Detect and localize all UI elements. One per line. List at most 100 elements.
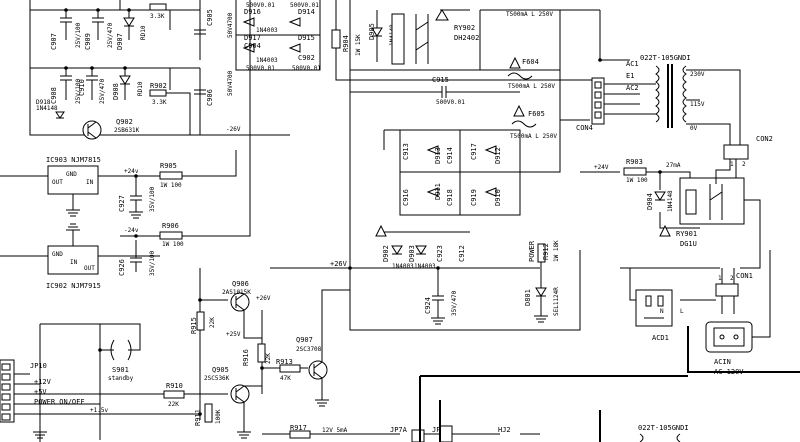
connector-con2: [723, 144, 749, 160]
regulator-section: OUT GND IN IC903 NJM7815 +24v R905 1W 10…: [0, 0, 251, 290]
transistor-q902: [82, 120, 102, 140]
d1n4003-b-label: 1N4003: [256, 57, 278, 64]
junction-dots: [64, 8, 662, 416]
connector-con1: [715, 283, 739, 297]
c913-label: C913: [402, 143, 410, 160]
diode-d916: [242, 17, 255, 27]
v230-label: 230V: [690, 71, 705, 78]
q905-label: Q905: [212, 366, 229, 374]
c918-label: C918: [446, 189, 454, 206]
p24-label: +24v: [124, 168, 139, 175]
v12ma-label: 12V 5mA: [322, 427, 348, 434]
c923-label: C923: [436, 245, 444, 262]
capacitor-c927: [129, 176, 143, 219]
ry901-part: DG1U: [680, 240, 697, 248]
connector-jp10: [0, 359, 15, 423]
ry902-part: DH2402: [454, 34, 479, 42]
connector-jp7a: [411, 429, 425, 442]
c924-label: C924: [424, 297, 432, 314]
hj2-label: HJ2: [498, 426, 511, 434]
d912-label: D912: [494, 147, 502, 164]
d918-part: 1N4148: [36, 105, 58, 112]
r903-value: 1W 100: [626, 177, 648, 184]
l-label: L: [680, 308, 684, 315]
d915-label: D915: [298, 34, 315, 42]
q902-part: 2SB631K: [114, 127, 140, 134]
ic903-out: OUT: [52, 179, 63, 186]
relay-ry902: [391, 13, 429, 65]
d904-label: D904: [646, 193, 654, 210]
d801-label: D801: [524, 289, 532, 306]
d914-label: D914: [298, 8, 315, 16]
ry902-label: RY902: [454, 24, 475, 32]
c926-value: 35V/100: [149, 250, 156, 276]
bridge-rectifier-top: D916 D914 500V0.01 500V0.01 1N4003 1N400…: [235, 0, 321, 72]
diode-d905: [371, 10, 383, 62]
r905-value: 1W 100: [160, 182, 182, 189]
r906-value: 1W 100: [162, 241, 184, 248]
d913-label: D913: [434, 147, 442, 164]
c909-value: 25V/470: [107, 22, 114, 48]
f605-value: T500mA L 250V: [510, 133, 557, 140]
q907-label: Q907: [296, 336, 313, 344]
r911-label: R911: [194, 409, 202, 426]
switch-s901[interactable]: [100, 323, 141, 361]
capacitor-c907: [60, 10, 72, 40]
fuse-f605: [511, 120, 537, 128]
c907-label: C907: [50, 33, 58, 50]
capacitor-c909: [92, 10, 104, 40]
d908-part: RD10: [137, 81, 144, 96]
diode-d915: [288, 43, 301, 53]
r913-label: R913: [276, 358, 293, 366]
r904-label: R904: [342, 35, 350, 52]
diode-d903: [415, 245, 427, 255]
r903-label: R903: [626, 158, 643, 166]
resistor-r906: [159, 231, 183, 240]
ic903-label: IC903 NJM7815: [46, 156, 101, 164]
resistor-r917: [289, 430, 311, 439]
c902-label: C902: [298, 54, 315, 62]
connector-con4: [591, 77, 605, 125]
con4-label: CON4: [576, 124, 593, 132]
transistor-q906: [230, 292, 250, 312]
r917-label: R917: [290, 424, 307, 432]
q906-part: 2AS1015K: [222, 289, 251, 296]
p12v-label: +12V: [34, 378, 52, 386]
capacitor-c905: [194, 29, 206, 35]
d908-label: D908: [112, 83, 120, 100]
resistor-r913: [279, 364, 301, 373]
r912-value: 1W 18K: [553, 240, 560, 262]
c924-value: 35V/470: [451, 290, 458, 316]
resistor-r905: [159, 171, 183, 180]
d902-part: 1N4003: [392, 263, 414, 270]
ic903-in: IN: [86, 179, 94, 186]
d910-label: D910: [494, 189, 502, 206]
d905-label: D905: [368, 23, 376, 40]
con2-pin2: 2: [742, 161, 746, 168]
rail-filter-section: C907 25V/100 C909 25V/470 D907 RD10 3.3K…: [29, 0, 290, 140]
r910-label: R910: [166, 382, 183, 390]
d907-label: D907: [116, 33, 124, 50]
jp10-label: JP10: [30, 362, 47, 370]
diode-d911: [426, 145, 439, 155]
transformer-main: [640, 64, 700, 128]
acd1-label: ACD1: [652, 334, 669, 342]
c500v-a-label: 500V0.01: [246, 2, 275, 9]
diode-d912: [484, 145, 497, 155]
v115-label: 115V: [690, 101, 705, 108]
s901-label: S901: [112, 366, 129, 374]
r916-value: 22K: [265, 353, 272, 364]
resistor-r904: [331, 29, 341, 49]
aux-supply-section: D902 1N4003 D903 1N4003 C923 C912 C924 3…: [270, 0, 581, 331]
c908-value: 25V/100: [75, 78, 82, 104]
r905-label: R905: [160, 162, 177, 170]
c919-label: C919: [470, 189, 478, 206]
resistor-r903: [623, 167, 647, 176]
d904-part: 1N4148: [667, 190, 674, 212]
capacitor-c924: [431, 268, 445, 325]
f605-label: F605: [528, 110, 545, 118]
capacitor-c910: [86, 68, 98, 100]
d1n4003-a-label: 1N4003: [256, 27, 278, 34]
c914-label: C914: [446, 147, 454, 164]
